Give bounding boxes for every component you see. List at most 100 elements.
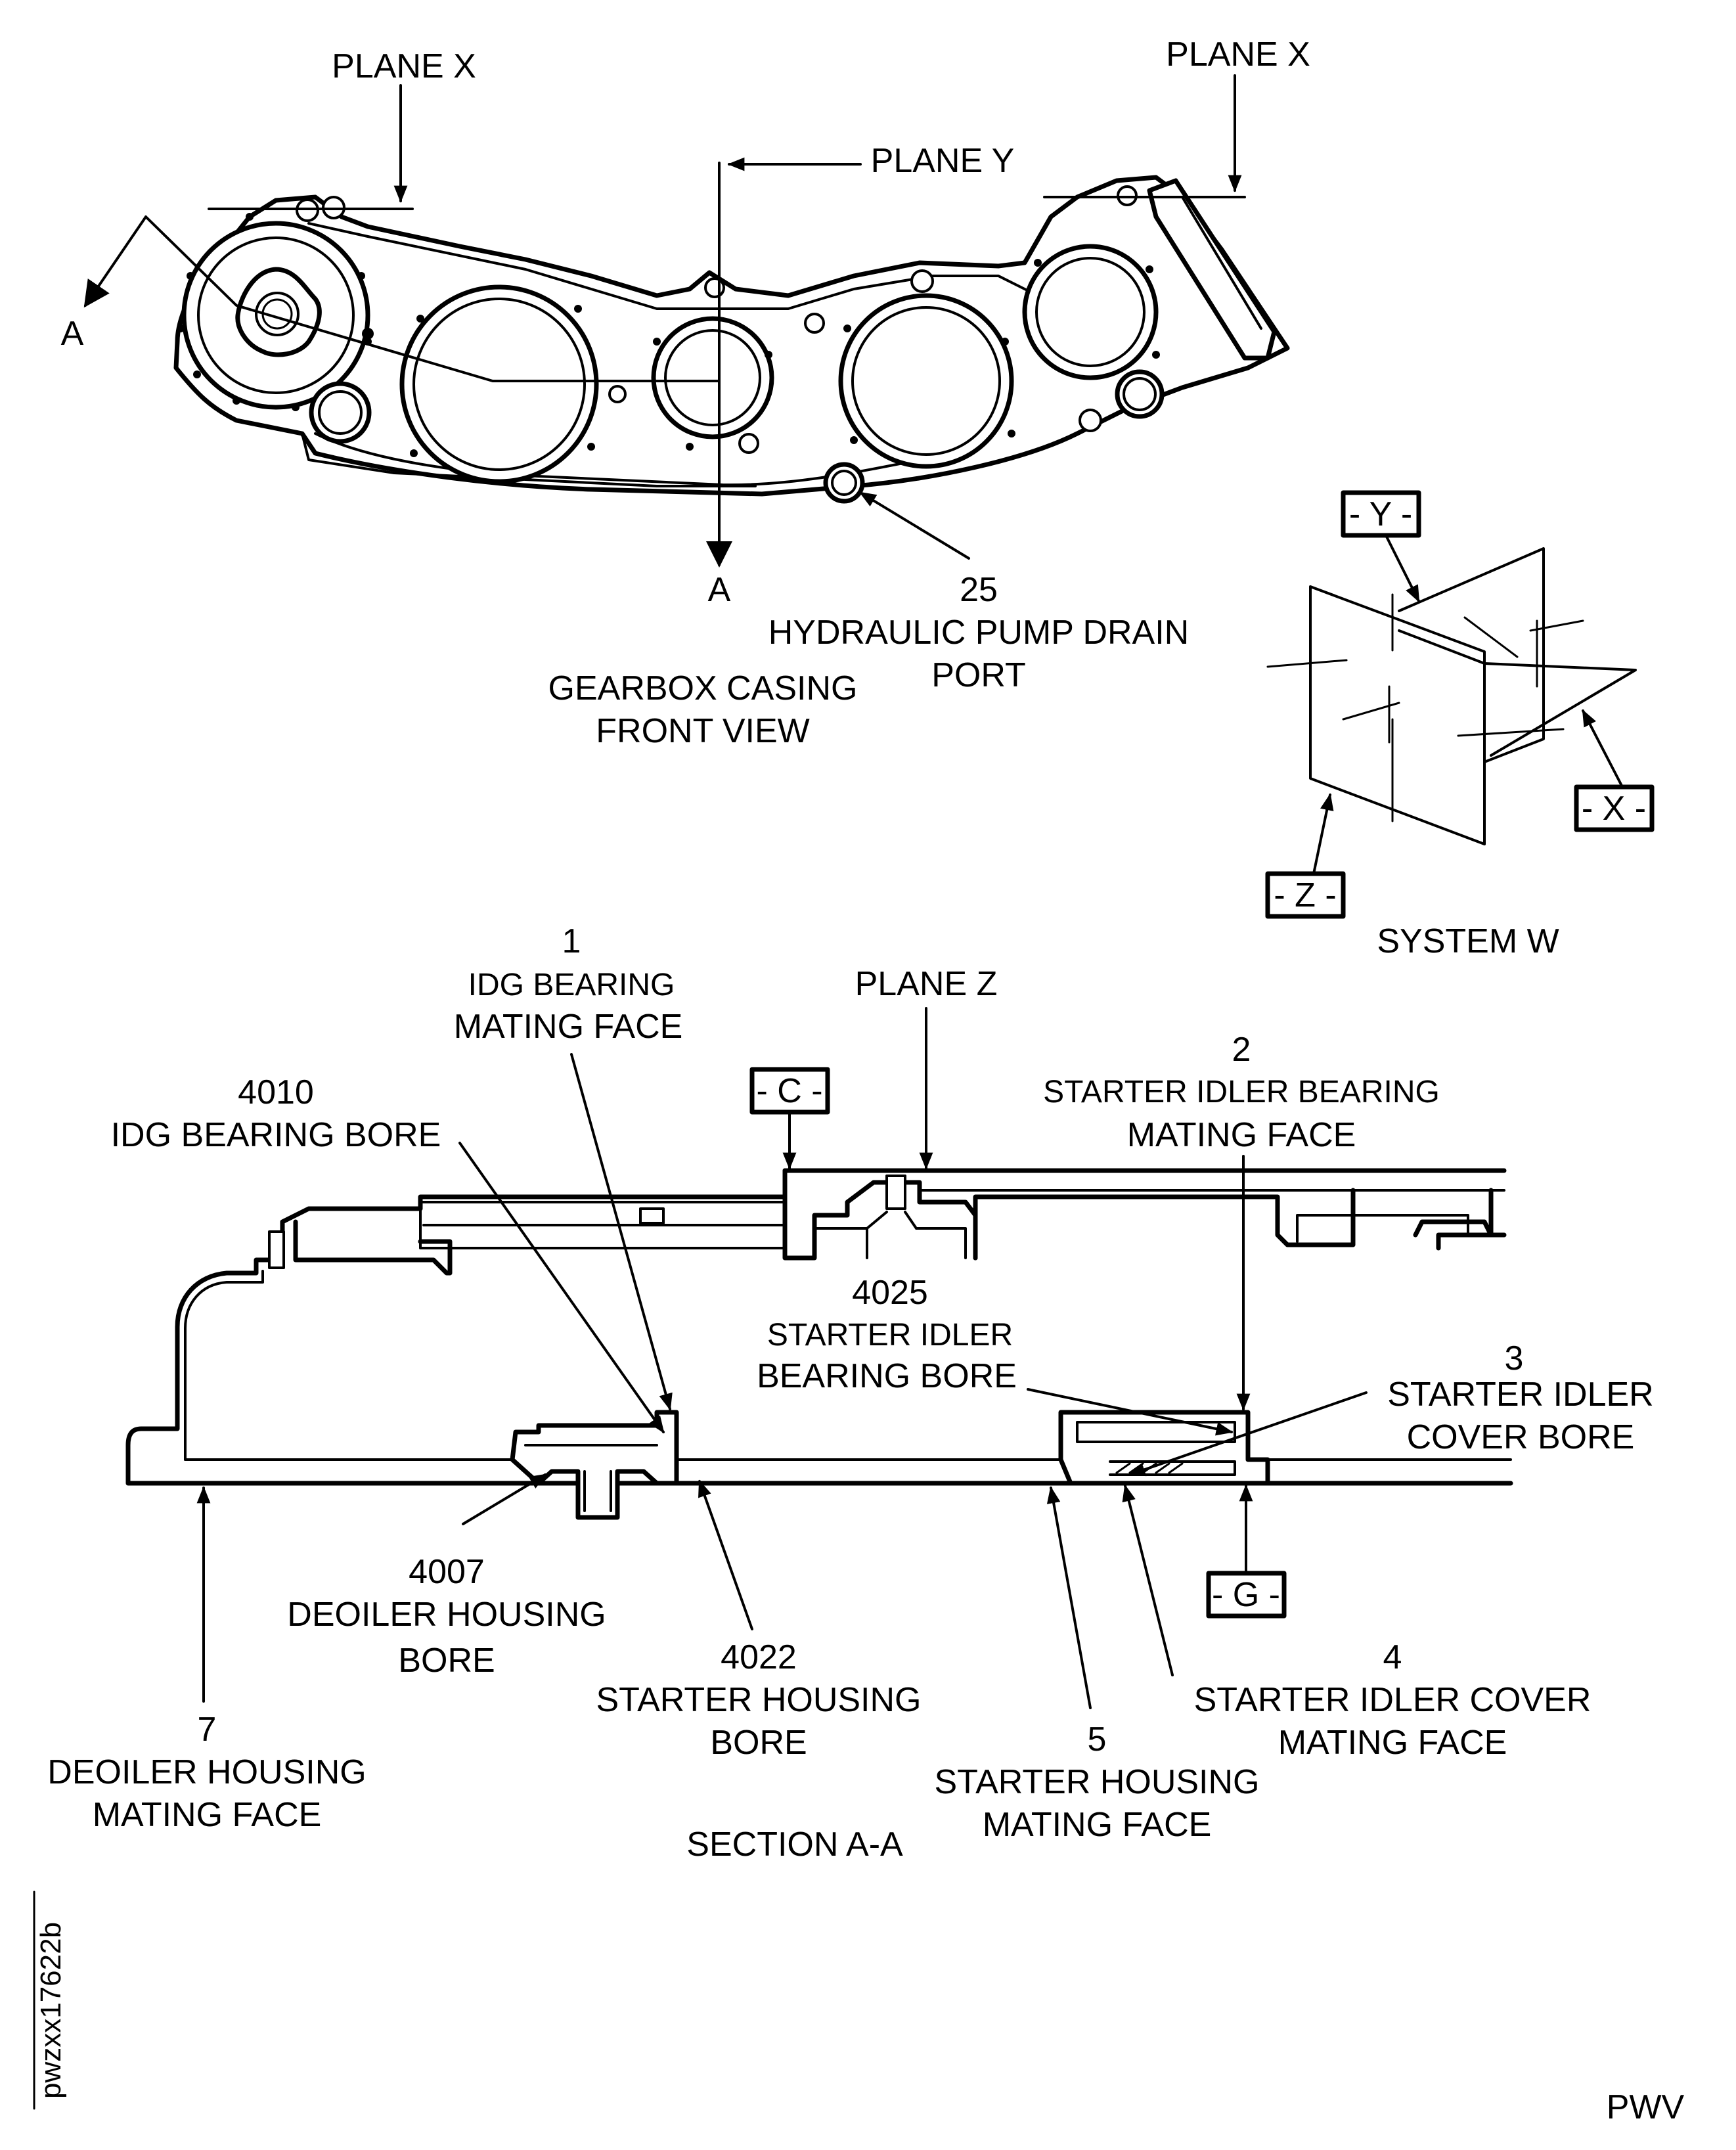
section-centre-bolt [885, 1175, 906, 1210]
casing-inner-flange [301, 222, 1052, 487]
datum-x-leader [1582, 709, 1624, 788]
bracket-hole-7 [608, 385, 627, 403]
datum-y-label: - Y - [1349, 495, 1412, 533]
callout-4022-leader [698, 1479, 753, 1630]
casing-outline [173, 175, 1290, 497]
system-w-plane-z [1309, 585, 1486, 845]
bracket-hole-9 [1079, 409, 1102, 432]
bracket-hole-8 [738, 433, 759, 454]
section-left-inner [419, 1201, 786, 1249]
front-view-title-line2: FRONT VIEW [596, 712, 809, 750]
large-right-bore-inner [851, 306, 1001, 456]
callout-7-number: 7 [198, 1711, 217, 1749]
callout-4-line1: STARTER IDLER COVER [1194, 1681, 1591, 1719]
system-w-plane-x [1398, 629, 1637, 757]
gearbox-front-view: PLANE X PLANE X PLANE Y A A 25 HYDRAULIC… [61, 35, 1310, 750]
corner-code: PWV [1607, 2088, 1685, 2126]
callout-4010-leader [458, 1142, 665, 1434]
bracket-hole-6 [804, 313, 825, 334]
right-bracket-rib [1181, 196, 1262, 330]
large-left-bore-inner [412, 298, 586, 471]
callout-4-line2: MATING FACE [1278, 1724, 1507, 1762]
section-deoiler-boss [510, 1410, 679, 1520]
callout-4022-number: 4022 [721, 1638, 797, 1676]
callout-4025-line1: STARTER IDLER [767, 1318, 1013, 1353]
callout-4022-line2: BORE [710, 1724, 807, 1762]
datum-y-box [1341, 490, 1421, 538]
callout-4007-number: 4007 [409, 1553, 485, 1591]
section-mark-bottom: A [708, 571, 731, 609]
datum-z-label: - Z - [1274, 876, 1336, 914]
callout-25-line1: HYDRAULIC PUMP DRAIN [768, 614, 1189, 652]
right-upper-bore [1022, 244, 1159, 380]
callout-4025-number: 4025 [852, 1274, 928, 1312]
section-title: SECTION A-A [686, 1825, 903, 1864]
datum-z-leader [1312, 793, 1334, 875]
bracket-hole-4 [910, 269, 934, 293]
front-view-title-line1: GEARBOX CASING [548, 669, 858, 707]
section-left-wall [184, 1270, 264, 1461]
section-centre-pockets [813, 1211, 967, 1259]
callout-4025-line2: BEARING BORE [757, 1357, 1017, 1395]
section-right-top-inner [1296, 1214, 1469, 1243]
callout-1-line2: MATING FACE [454, 1008, 683, 1046]
right-upper-bore-inner [1035, 257, 1146, 367]
callout-7-line1: DEOILER HOUSING [47, 1753, 366, 1791]
callout-5-line2: MATING FACE [983, 1806, 1212, 1844]
callout-5-leader [1046, 1486, 1092, 1709]
section-left-lug [268, 1230, 285, 1269]
left-small-boss-inner [318, 390, 363, 435]
section-mark-left: A [61, 315, 84, 353]
callout-4025-leader [1027, 1388, 1234, 1436]
callout-7-line2: MATING FACE [93, 1796, 322, 1834]
callout-3-leader [1128, 1391, 1368, 1477]
callout-4010-number: 4010 [238, 1073, 314, 1111]
section-line-a-a [145, 162, 721, 382]
right-small-boss-inner [1123, 377, 1157, 411]
callout-4-number: 4 [1383, 1638, 1402, 1676]
callout-4007-leader [462, 1473, 547, 1525]
section-top-tab [639, 1207, 665, 1224]
callout-4007-line1: DEOILER HOUSING [287, 1596, 606, 1634]
callout-1-line1: IDG BEARING [468, 968, 675, 1002]
large-right-bore [838, 293, 1014, 469]
drain-port-inner [831, 470, 857, 496]
callout-4-leader [1122, 1484, 1174, 1676]
datum-y-leader [1385, 534, 1420, 603]
large-left-bore [399, 284, 599, 484]
callout-1-leader [570, 1053, 673, 1411]
right-bracket [1147, 178, 1277, 361]
left-housing-inner [197, 236, 355, 394]
plane-y-label: PLANE Y [871, 142, 1015, 180]
callout-4007-line2: BORE [398, 1642, 495, 1680]
datum-x-box [1574, 784, 1655, 832]
system-w: - Y - - X - - Z - SYSTEM W [1265, 490, 1655, 960]
centre-bore [651, 316, 774, 439]
callout-2-number: 2 [1232, 1031, 1251, 1069]
callout-5-line1: STARTER HOUSING [934, 1763, 1259, 1801]
datum-c-label: - C - [756, 1072, 822, 1110]
callout-2-line1: STARTER IDLER BEARING [1043, 1075, 1440, 1109]
section-centre-flange [782, 1180, 978, 1261]
callout-25-leader [858, 491, 970, 560]
callout-25-number: 25 [960, 571, 998, 609]
section-deoiler-boss-inner [524, 1444, 658, 1512]
callout-4010-line1: IDG BEARING BORE [111, 1116, 441, 1154]
callout-3-line1: STARTER IDLER [1387, 1376, 1654, 1414]
plane-z-label: PLANE Z [855, 965, 998, 1003]
section-left-pocket [293, 1219, 453, 1276]
section-left-body [125, 1168, 788, 1486]
plane-x-right-label: PLANE X [1166, 35, 1310, 74]
system-w-title: SYSTEM W [1377, 922, 1559, 960]
system-w-axes [1266, 593, 1584, 822]
datum-z-box [1265, 871, 1346, 919]
bracket-hole-5 [704, 277, 725, 298]
callout-2-line2: MATING FACE [1127, 1116, 1356, 1154]
figure-id: pwzxx17622b [35, 1922, 67, 2099]
system-w-plane-y [1398, 547, 1545, 763]
callout-3-number: 3 [1505, 1339, 1524, 1377]
callout-3-line2: COVER BORE [1407, 1418, 1635, 1456]
callout-1-number: 1 [562, 922, 581, 960]
datum-x-label: - X - [1582, 790, 1646, 828]
